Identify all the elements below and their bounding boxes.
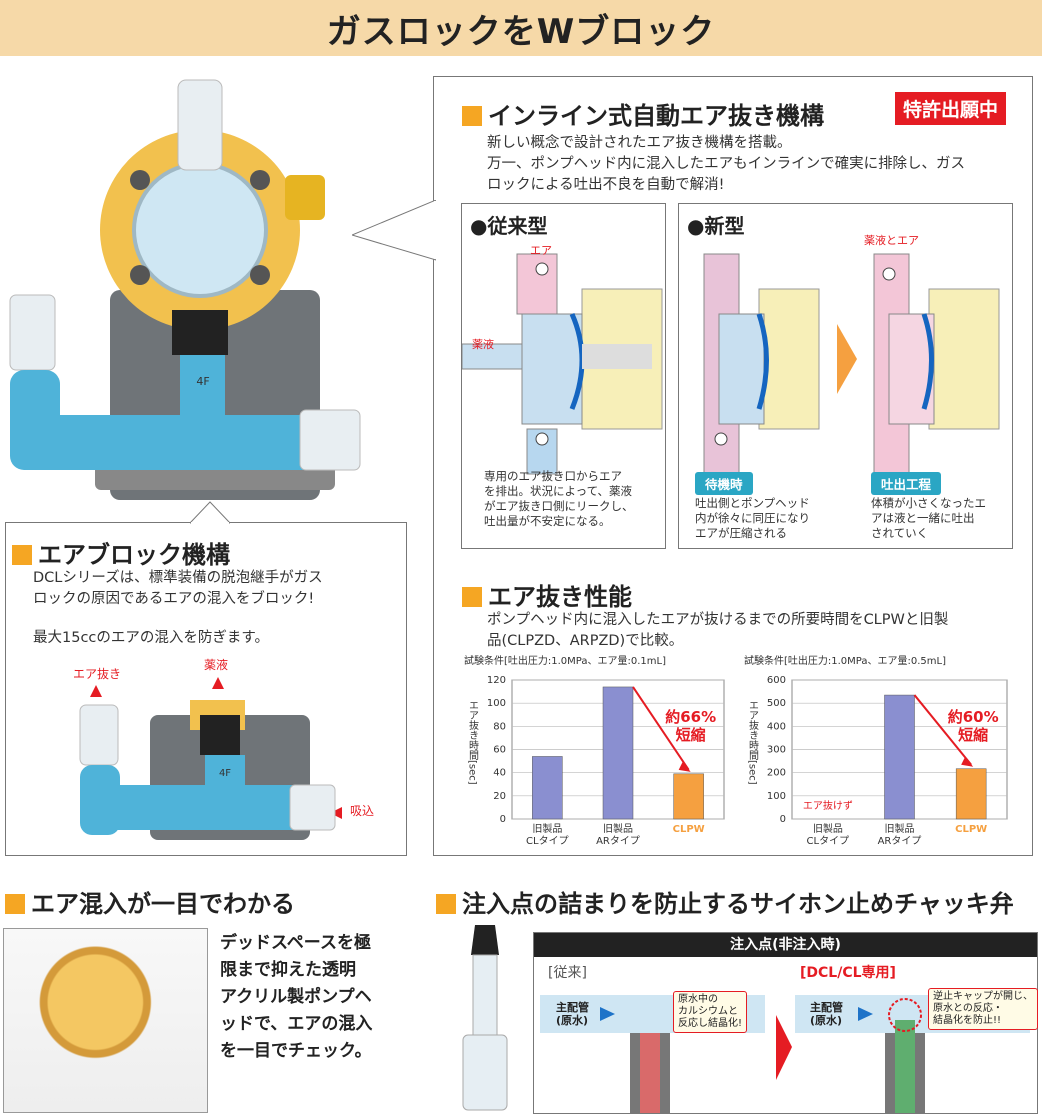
x-tick-label: CLタイプ	[807, 835, 850, 847]
x-tick-label: 旧製品	[813, 822, 843, 835]
y-tick-label: 100	[767, 791, 786, 802]
bar	[532, 756, 563, 820]
main-pipe-label-old: 主配管(原水)	[556, 1001, 589, 1027]
check-valve-diagram	[540, 995, 1030, 1113]
old-type-desc: 専用のエア抜き口からエアを排出。状況によって、薬液がエア抜き口側にリークし、吐出…	[484, 469, 634, 528]
y-tick-label: 0	[780, 814, 786, 825]
air-mix-title: エア混入が一目でわかる	[5, 884, 295, 919]
y-axis-label: エア抜き時間[sec]	[467, 700, 479, 785]
y-tick-label: 60	[493, 745, 506, 756]
check-valve-title: 注入点の詰まりを防止するサイホン止めチャッキ弁	[436, 884, 1014, 919]
chart-air-01ml: 試験条件[吐出圧力:1.0MPa、エア量:0.1mL] 0 20 40 60 80 100 1…	[464, 654, 725, 847]
inline-description: 新しい概念で設計されたエア抜き機構を搭載。万一、ポンプヘッド内に混入したエアもイ…	[487, 135, 966, 193]
y-axis-label: エア抜き時間[sec]	[747, 700, 759, 785]
page-title: ガスロックをWブロック	[0, 0, 1042, 56]
discharge-desc: 体積が小さくなったエアは液と一緒に吐出されていく	[871, 496, 986, 540]
bar	[602, 686, 634, 820]
inline-title: インライン式自動エア抜き機構	[462, 96, 824, 131]
reduction-arrowhead	[678, 761, 691, 772]
old-type-panel: ●従来型 エア 薬液 専用のエア抜き口からエアを排出。状況によって、薬液がエア抜…	[461, 203, 666, 549]
chart-air-05ml: 試験条件[吐出圧力:1.0MPa、エア量:0.5mL] 0 100 200 300 400…	[744, 654, 1008, 847]
main-pipe-label-new: 主配管(原水)	[810, 1001, 843, 1027]
injection-point-header: 注入点(非注入時)	[534, 933, 1037, 957]
reduction-label: 短縮	[676, 726, 706, 744]
air-block-title: エアブロック機構	[12, 535, 230, 570]
y-tick-label: 500	[767, 698, 786, 709]
y-tick-label: 0	[500, 814, 506, 825]
chart-condition: 試験条件[吐出圧力:1.0MPa、エア量:0.1mL]	[464, 654, 666, 667]
air-block-desc: DCLシリーズは、標準装備の脱泡継手がガスロックの原因であるエアの混入をブロック…	[33, 570, 323, 646]
y-tick-label: 200	[767, 768, 786, 779]
patent-badge: 特許出願中	[895, 92, 1007, 125]
bar-note: エア抜けず	[803, 799, 853, 812]
air-block-photo: 4F	[79, 677, 342, 840]
svg-text:4F: 4F	[196, 375, 209, 388]
chart-condition: 試験条件[吐出圧力:1.0MPa、エア量:0.5mL]	[744, 654, 946, 667]
x-tick-label: CLタイプ	[526, 835, 569, 847]
x-tick-label: CLPW	[673, 824, 705, 835]
reduction-label: 約66%	[665, 708, 716, 726]
reduction-label: 短縮	[958, 726, 988, 744]
y-tick-label: 80	[493, 721, 506, 732]
x-tick-label: 旧製品	[603, 822, 633, 835]
note-new: 逆止キャップが開じ、原水との反応・結晶化を防止!!	[928, 988, 1038, 1030]
check-valve-photo	[462, 925, 508, 1111]
reduction-arrow	[632, 686, 690, 771]
y-tick-label: 100	[487, 698, 506, 709]
x-tick-label: 旧製品	[532, 822, 562, 835]
svg-text:4F: 4F	[219, 768, 231, 779]
y-tick-label: 300	[767, 745, 786, 756]
product-photo: 4F	[0, 70, 375, 510]
discharge-tag: 吐出工程	[871, 472, 942, 495]
bubble-pointer	[352, 200, 436, 261]
bar	[955, 768, 987, 820]
new-type-panel: ●新型 薬液とエア 待機時 吐出工程 吐出側とポンプヘッド内が徐々に同圧になりエ…	[678, 203, 1013, 549]
note-old: 原水中のカルシウムと反応し結晶化!	[673, 991, 748, 1033]
reduction-arrowhead	[961, 756, 974, 767]
bar	[884, 694, 915, 820]
y-tick-label: 400	[767, 721, 786, 732]
bar	[673, 773, 704, 820]
standby-tag: 待機時	[695, 472, 753, 495]
x-tick-label: ARタイプ	[878, 835, 922, 847]
x-tick-label: CLPW	[955, 824, 987, 835]
y-tick-label: 20	[493, 791, 506, 802]
air-mix-desc: デッドスペースを極限まで抑えた透明アクリル製ポンプヘッドで、エアの混入を一目でチ…	[220, 933, 373, 1061]
standby-desc: 吐出側とポンプヘッド内が徐々に同圧になりエアが圧縮される	[695, 496, 810, 540]
x-tick-label: 旧製品	[885, 822, 915, 835]
performance-title: エア抜き性能	[462, 577, 632, 612]
reduction-arrow	[913, 694, 972, 766]
pump-head-photo	[3, 928, 208, 1113]
x-tick-label: ARタイプ	[596, 835, 640, 847]
y-tick-label: 40	[493, 768, 506, 779]
y-tick-label: 600	[767, 675, 786, 686]
performance-desc: ポンプヘッド内に混入したエアが抜けるまでの所要時間をCLPWと旧製品(CLPZD…	[487, 612, 949, 649]
reduction-label: 約60%	[948, 708, 999, 726]
y-tick-label: 120	[487, 675, 506, 686]
bubble-pointer-up	[190, 501, 230, 524]
